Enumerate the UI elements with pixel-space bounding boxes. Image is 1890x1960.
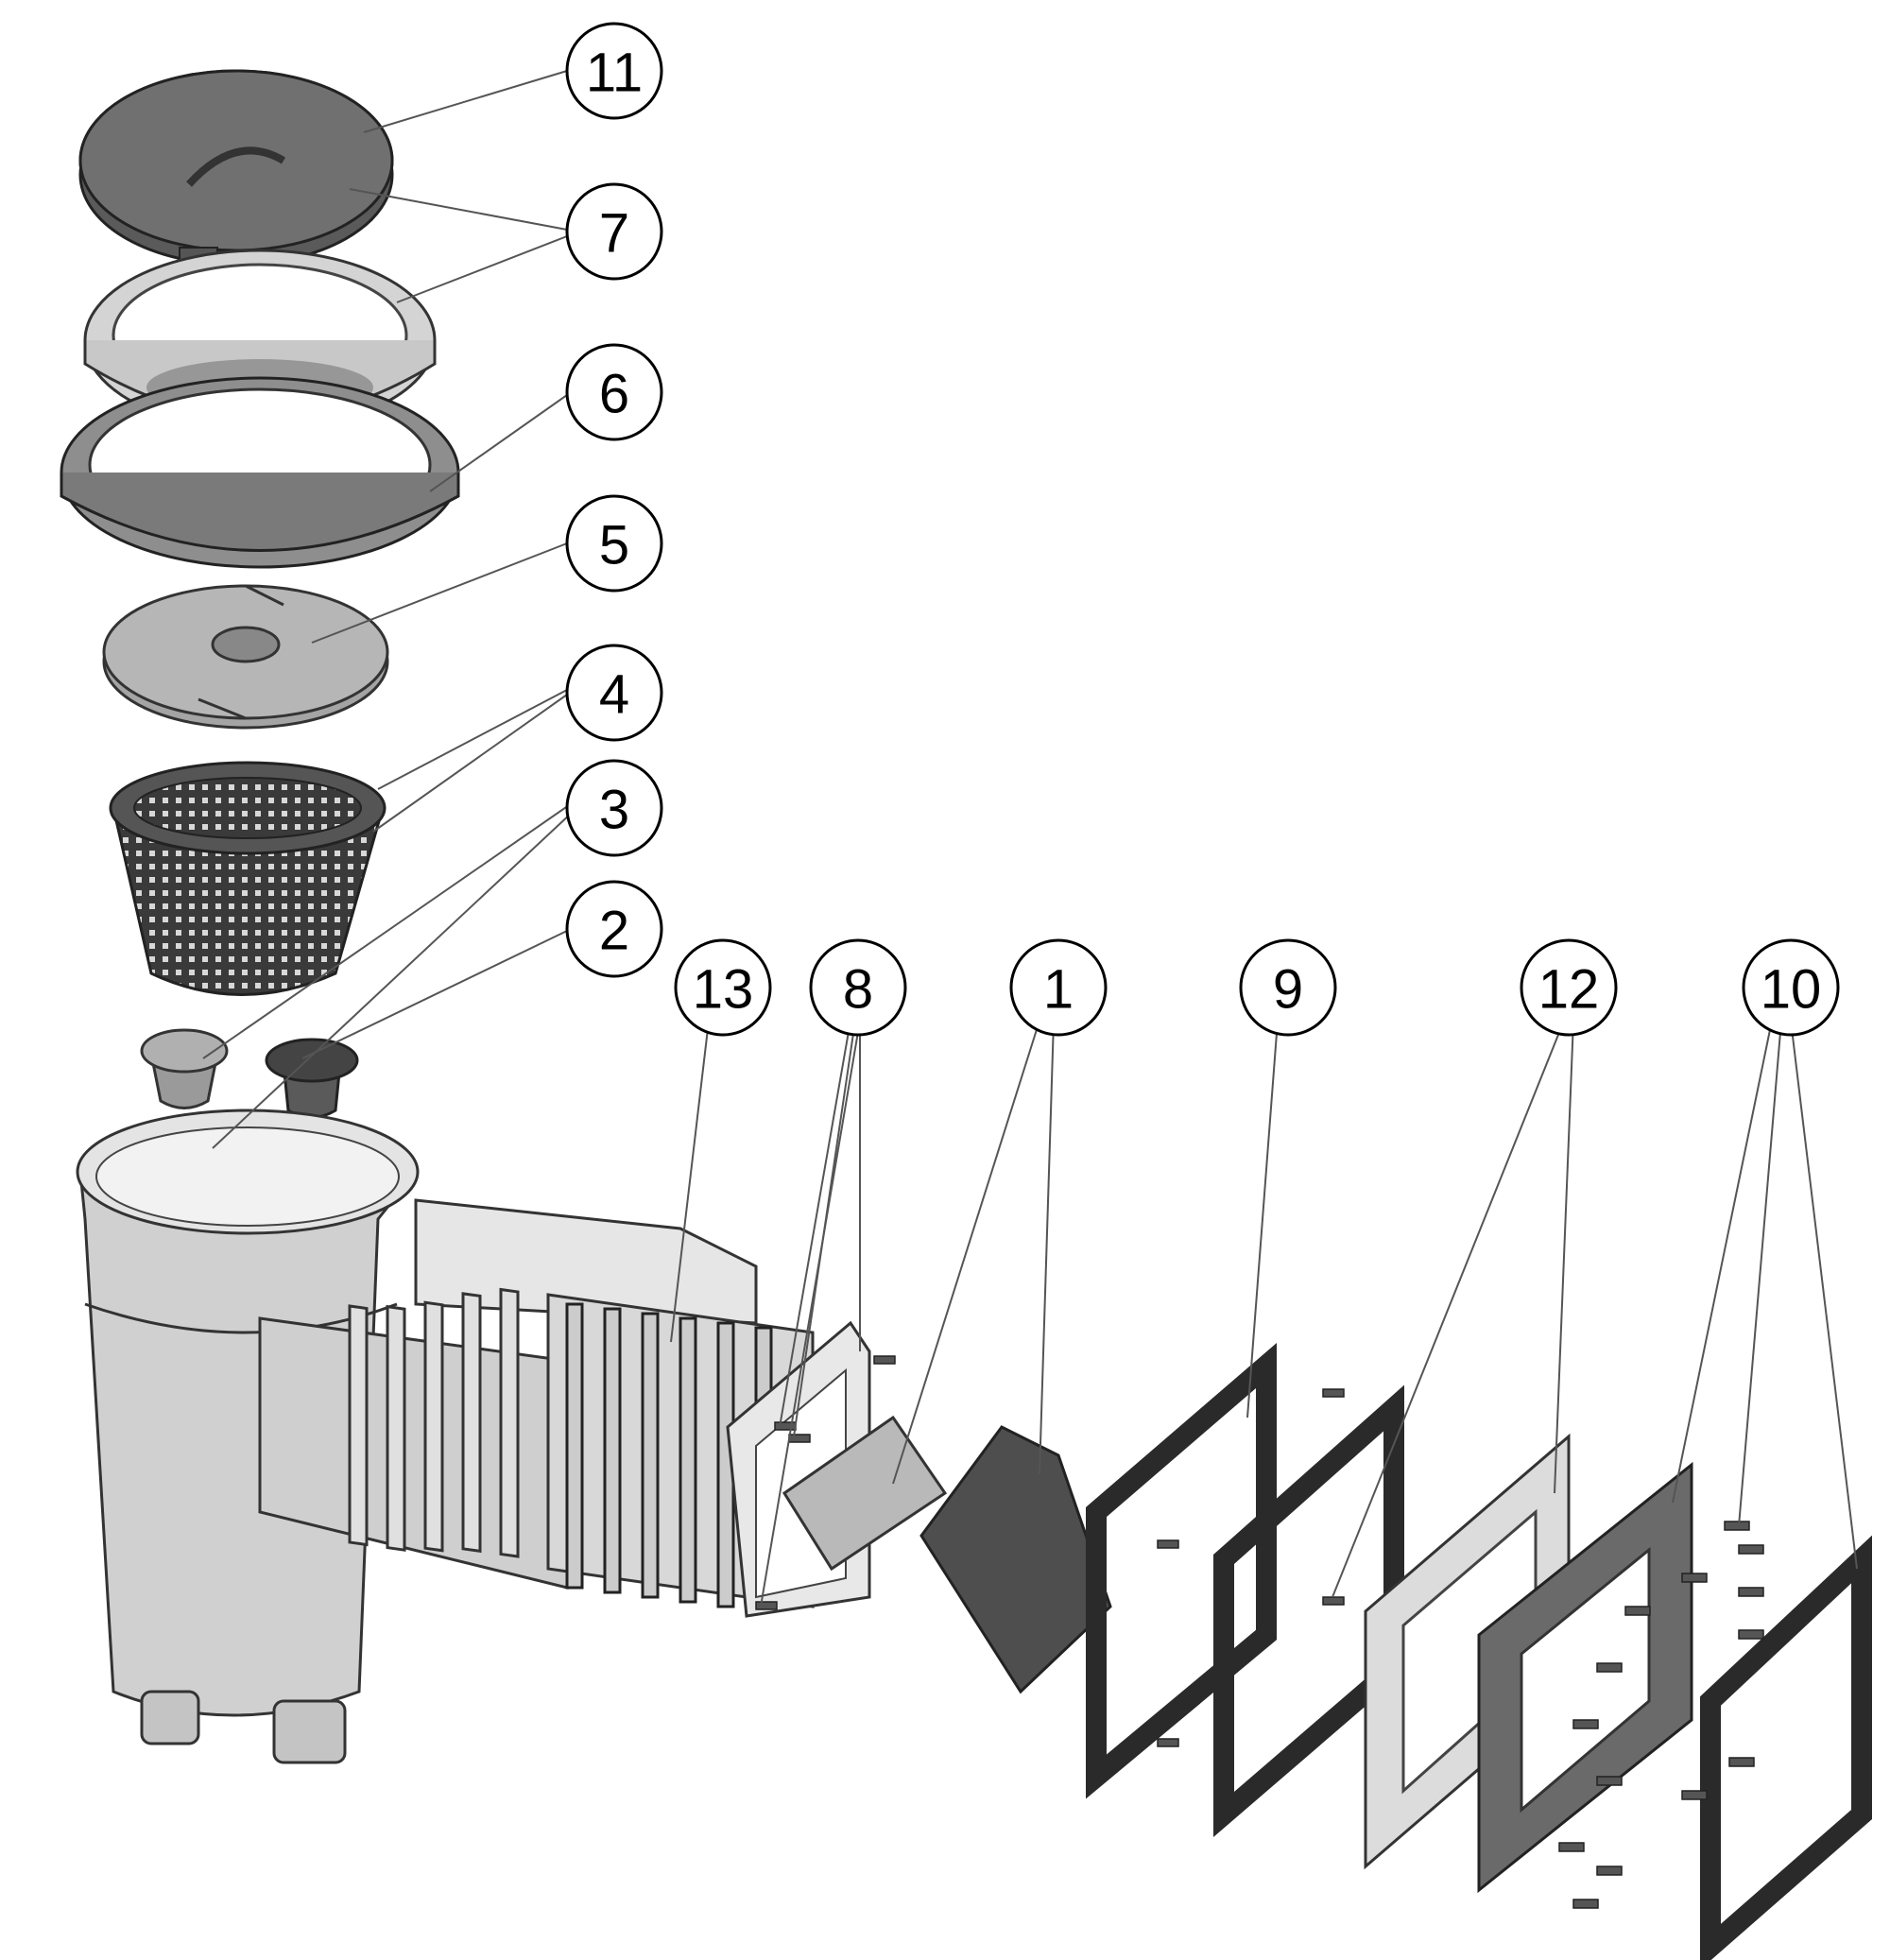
disc-part-5	[102, 584, 389, 730]
callout-label-3: 3	[599, 780, 629, 841]
callout-1: 1	[1009, 938, 1108, 1037]
basket-part-4	[109, 761, 387, 996]
callout-label-6: 6	[599, 364, 629, 425]
weir-door-part-1	[782, 1415, 948, 1572]
leader-lines	[202, 70, 1858, 1608]
callout-label-10: 10	[1761, 959, 1822, 1021]
callout-12: 12	[1520, 938, 1618, 1037]
callout-label-9: 9	[1273, 959, 1303, 1021]
callout-label-5: 5	[599, 515, 629, 576]
callout-6: 6	[565, 343, 663, 441]
plug-part-3	[140, 1028, 229, 1109]
callout-label-13: 13	[693, 959, 754, 1021]
callout-11: 11	[565, 22, 663, 120]
callout-8: 8	[809, 938, 907, 1037]
gasket-part-10	[1700, 1535, 1872, 1960]
callout-4: 4	[565, 644, 663, 742]
plug-part-2	[265, 1038, 359, 1119]
dark-face-plate	[1477, 1461, 1693, 1894]
screws-part-10	[1558, 1521, 1764, 1909]
callout-label-4: 4	[599, 664, 629, 726]
callout-label-1: 1	[1043, 959, 1074, 1021]
callout-10: 10	[1742, 938, 1840, 1037]
callout-7: 7	[565, 182, 663, 281]
callout-label-12: 12	[1538, 959, 1600, 1021]
callout-9: 9	[1239, 938, 1337, 1037]
callout-5: 5	[565, 494, 663, 593]
weir-flap-part-1	[919, 1425, 1112, 1694]
lid-part-11	[78, 69, 394, 266]
callout-label-7: 7	[599, 203, 629, 265]
skimmer-body	[76, 1109, 815, 1764]
flange-part-6	[60, 376, 460, 569]
callout-label-8: 8	[843, 959, 873, 1021]
callout-2: 2	[565, 880, 663, 978]
callout-label-2: 2	[599, 901, 629, 962]
callout-label-11: 11	[586, 43, 643, 104]
callout-3: 3	[565, 759, 663, 857]
callout-13: 13	[674, 938, 772, 1037]
gasket-part-9	[1086, 1343, 1345, 1799]
